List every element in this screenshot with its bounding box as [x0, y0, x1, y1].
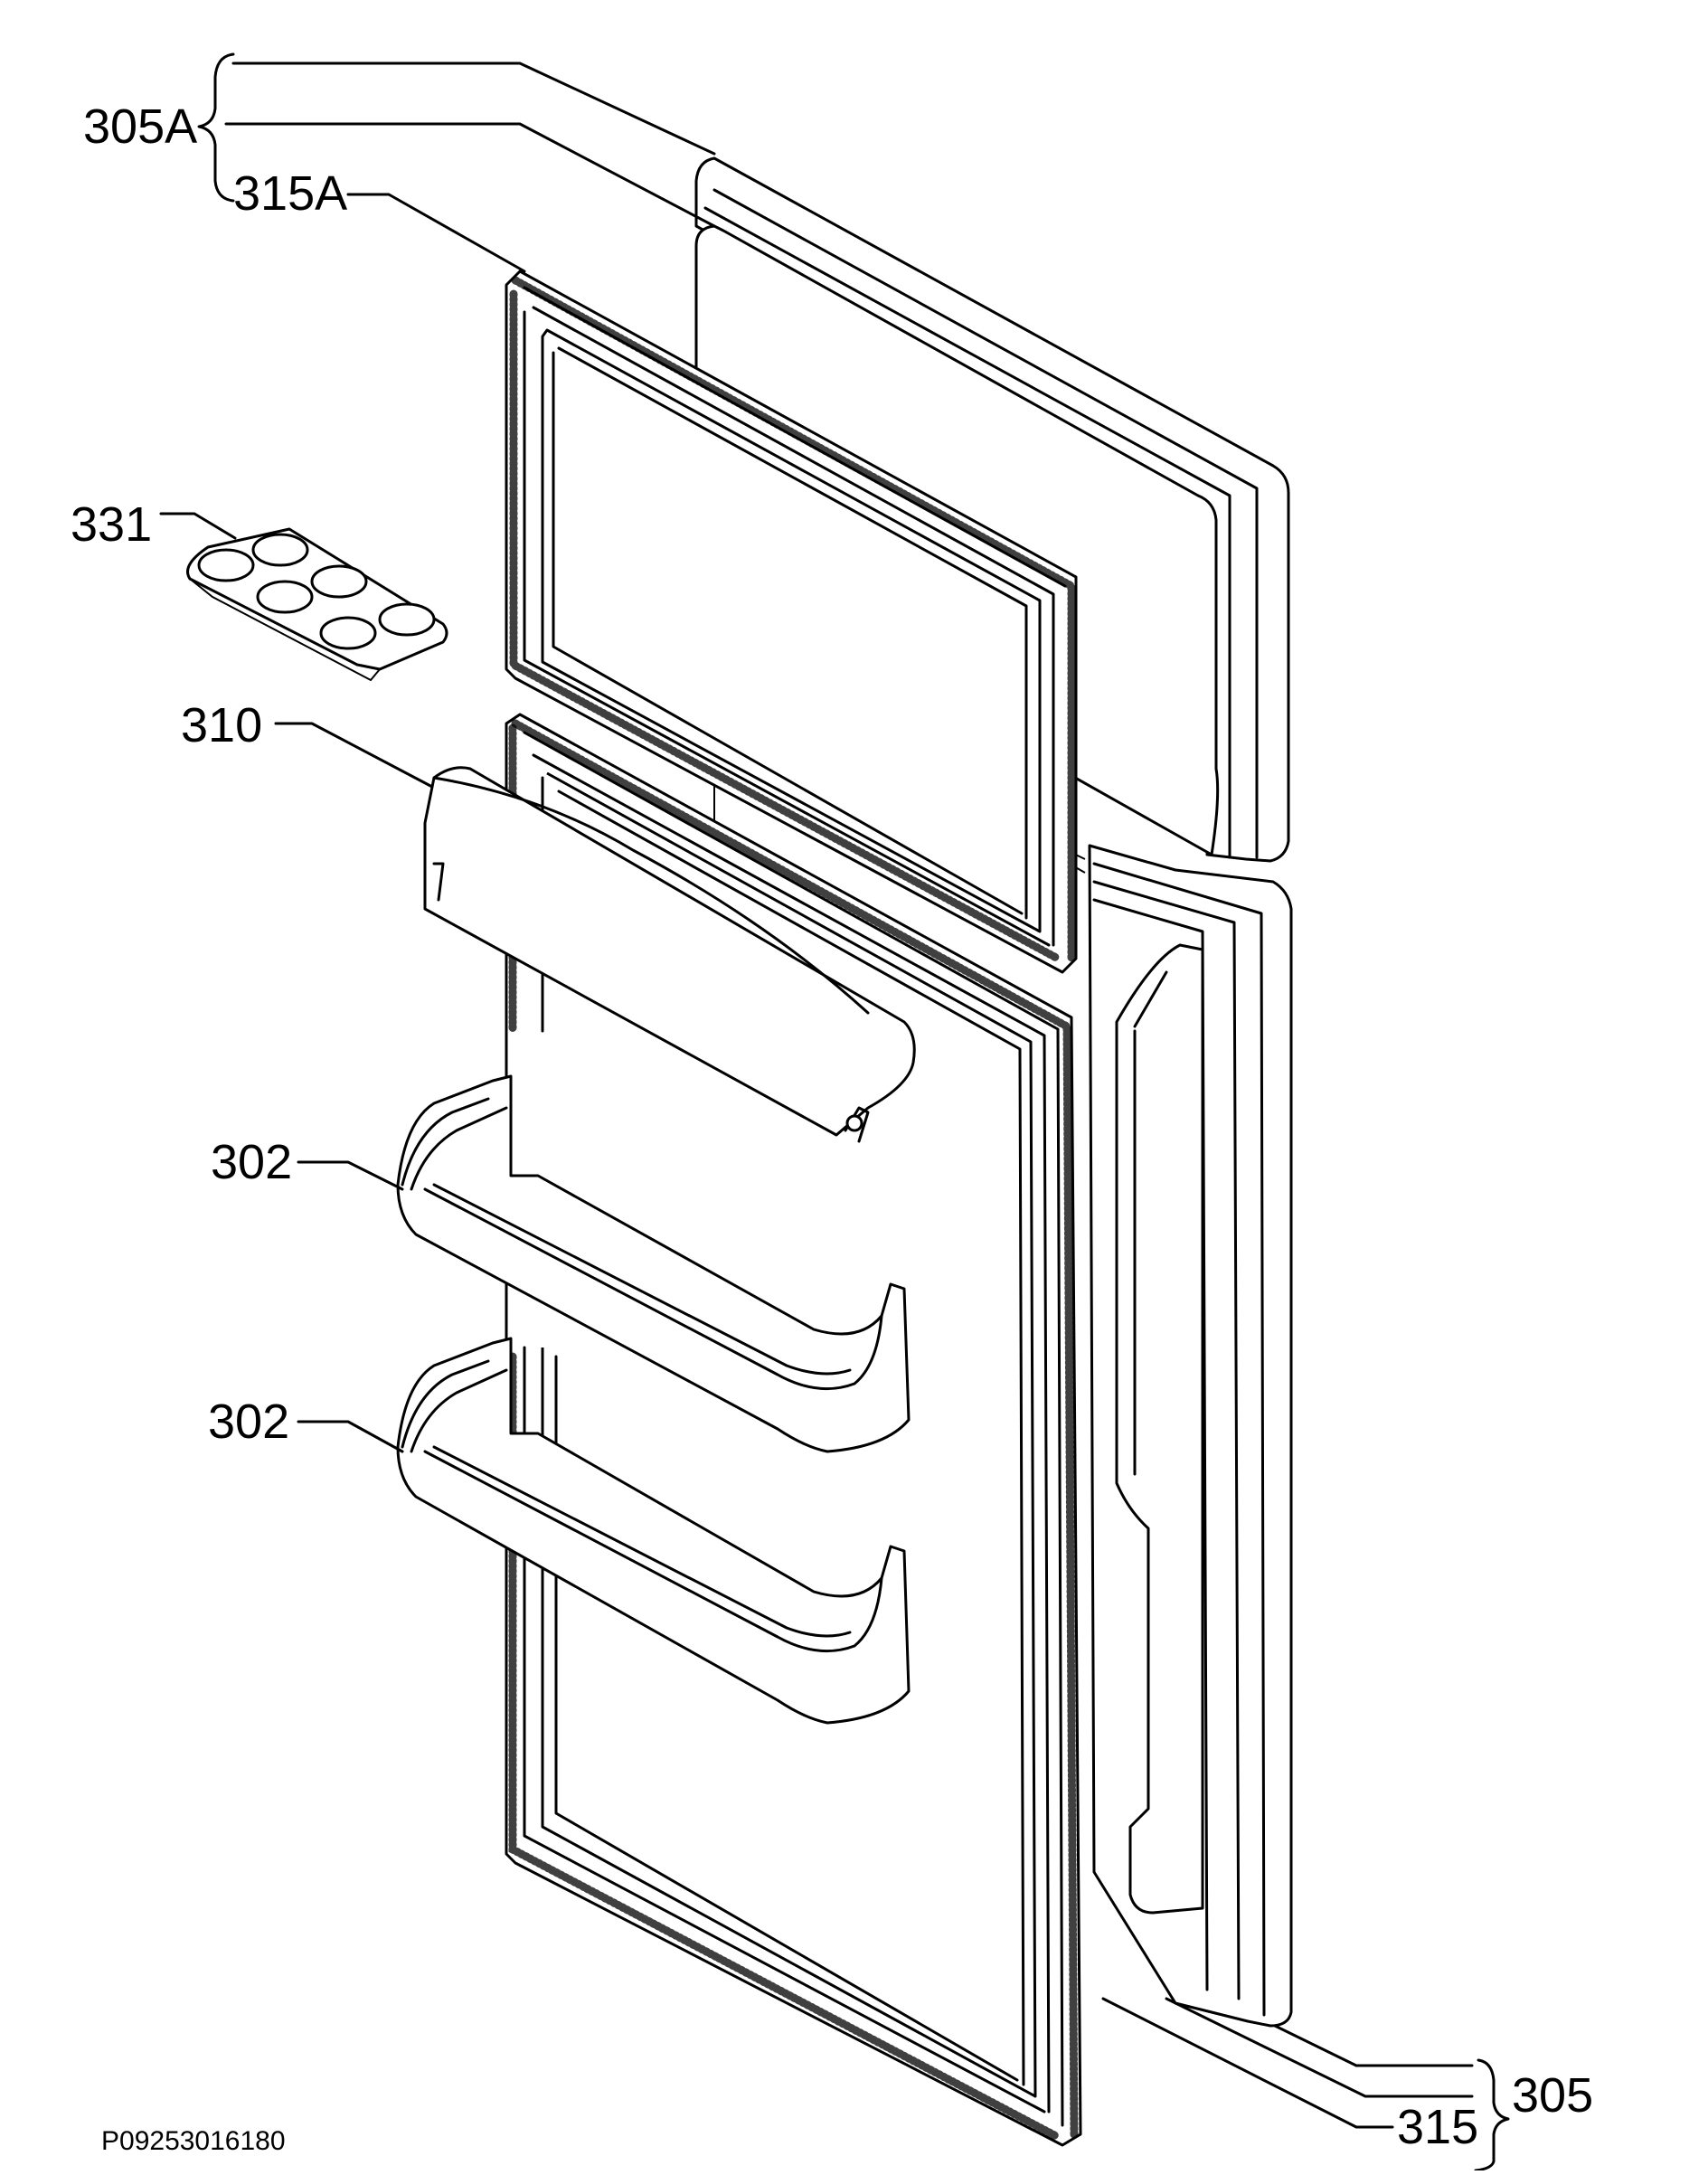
- label-315: 315: [1397, 2100, 1479, 2154]
- drawing-code: P09253016180: [101, 2126, 286, 2156]
- label-310: 310: [181, 698, 263, 752]
- label-302-upper: 302: [211, 1135, 293, 1189]
- freezer-door-gasket: [505, 270, 1078, 974]
- label-315A: 315A: [233, 166, 348, 221]
- fridge-door-panel: [1088, 844, 1293, 2028]
- door-shelf-upper: [396, 1074, 911, 1453]
- label-305: 305: [1512, 2068, 1594, 2123]
- label-305A: 305A: [83, 99, 198, 154]
- leader-lines: [159, 52, 1510, 2172]
- door-shelf-lower: [396, 1337, 911, 1725]
- dairy-compartment-cover: [423, 766, 916, 1143]
- label-302-lower: 302: [208, 1395, 290, 1449]
- label-331: 331: [71, 497, 153, 552]
- egg-tray: [186, 527, 448, 682]
